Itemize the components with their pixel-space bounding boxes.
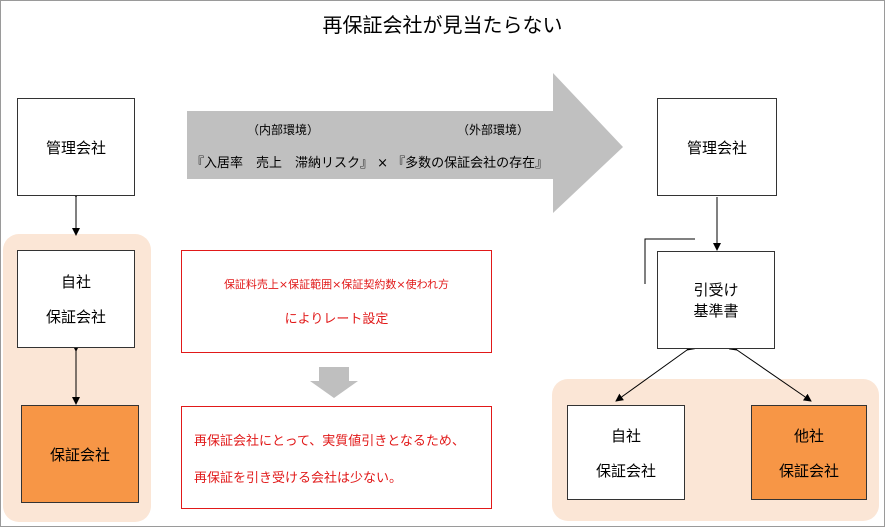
environment-arrow [187,73,623,213]
rate-setting-text: によりレート設定 [284,312,389,327]
environment-formula: 『入居率 売上 滞納リスク』 × 『多数の保証会社の存在』 [191,156,549,171]
other-guarantor-line1: 他社 [793,426,824,445]
underwriting-standard-box: 引受け 基準書 [657,251,775,349]
rate-factors-text: 保証料売上×保証範囲×保証契約数×使われ方 [223,278,450,291]
left-own-guarantor-line2: 保証会社 [45,308,106,326]
left-own-guarantor-line1: 自社 [60,273,91,291]
underwriting-line1: 引受け [693,281,739,299]
underwriting-line2: 基準書 [693,302,739,320]
left-management-label: 管理会社 [45,138,106,157]
other-guarantor-box: 他社 保証会社 [751,405,867,500]
right-management-box: 管理会社 [657,98,777,196]
conclusion-line2: 再保証を引き受ける会社は少ない。 [194,470,403,486]
right-own-guarantor-line1: 自社 [610,426,641,445]
conclusion-line1: 再保証会社にとって、実質値引きとなるため、 [194,433,465,449]
left-guarantor-label: 保証会社 [49,445,110,464]
connector-underwriting-own-right [615,342,696,402]
external-environment-label: （外部環境） [457,123,530,137]
other-guarantor-line2: 保証会社 [778,461,839,480]
right-own-guarantor-line2: 保証会社 [595,461,656,480]
left-management-box: 管理会社 [17,98,135,196]
down-arrow [310,367,358,398]
connector-underwriting-other [728,342,812,402]
diagram-title: 再保証会社が見当たらない [322,13,563,37]
internal-environment-label: （内部環境） [247,123,320,137]
right-management-label: 管理会社 [686,138,747,157]
right-own-guarantor-box: 自社 保証会社 [567,405,685,500]
left-own-guarantor-box: 自社 保証会社 [17,250,135,348]
bracket-line [644,238,695,284]
conclusion-box: 再保証会社にとって、実質値引きとなるため、 再保証を引き受ける会社は少ない。 [181,406,492,509]
rate-setting-box: 保証料売上×保証範囲×保証契約数×使われ方 によりレート設定 [181,250,492,353]
left-guarantor-box: 保証会社 [21,405,139,503]
